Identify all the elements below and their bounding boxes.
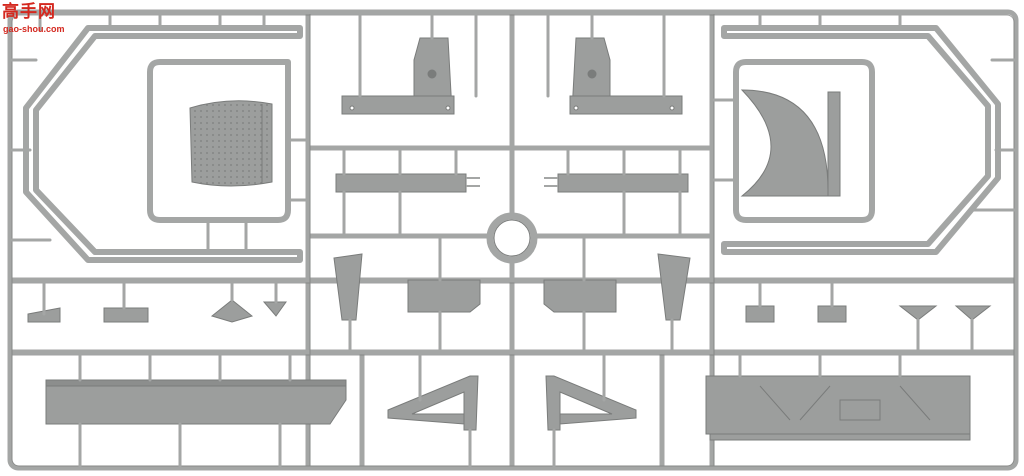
center-ring	[486, 212, 538, 264]
part-v-bracket-right	[545, 375, 637, 431]
part-long-bar-left	[335, 173, 480, 193]
part-curved-panel	[740, 89, 841, 197]
part-long-bar-right	[544, 173, 689, 193]
part-wedge-left	[333, 253, 363, 321]
part-engraved-plate	[705, 375, 971, 441]
part-small-clips-right	[745, 305, 992, 323]
part-hex-frame-right	[721, 25, 1001, 255]
part-small-clips-left	[27, 299, 287, 323]
sprue-gates	[8, 10, 1018, 470]
watermark-brand: 高手网	[2, 2, 56, 22]
watermark-brand-row: 高手网	[2, 2, 56, 22]
watermark: 高手网 gao-shou.com	[2, 2, 74, 38]
part-bracket-right	[569, 37, 683, 115]
watermark-url: gao-shou.com	[3, 24, 65, 34]
part-plate-left	[407, 279, 481, 313]
part-dozer-blade	[45, 379, 347, 425]
part-bracket-left	[341, 37, 455, 115]
part-plate-right	[543, 279, 617, 313]
part-v-bracket-left	[387, 375, 479, 431]
part-grille	[189, 100, 273, 187]
part-wedge-right	[657, 253, 691, 321]
part-hex-frame-left	[23, 25, 303, 263]
